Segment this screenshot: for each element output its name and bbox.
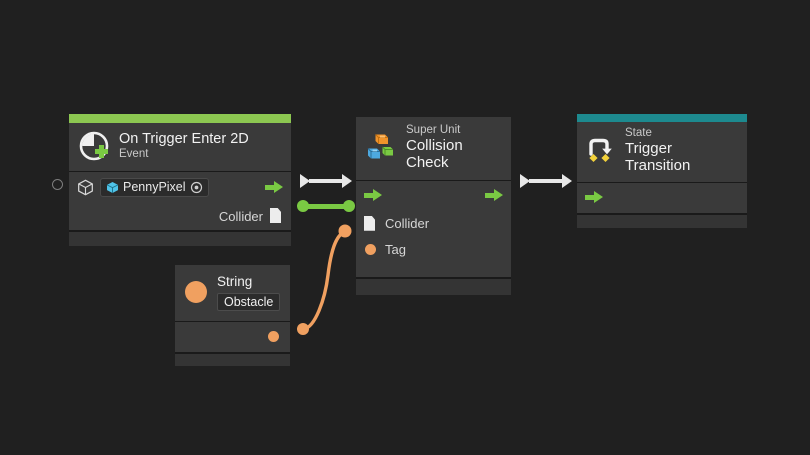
connection-flow-event-to-superunit[interactable] — [300, 174, 352, 188]
node-header[interactable]: State Trigger Transition — [577, 122, 747, 183]
node-body: Collider Tag — [356, 180, 511, 278]
connection-line — [529, 179, 563, 183]
state-transition-icon — [585, 135, 617, 167]
connection-arrow-head — [520, 174, 530, 188]
node-footer — [577, 213, 747, 228]
node-body — [577, 182, 747, 214]
orange-dot-port-icon[interactable] — [268, 331, 279, 343]
connection-arrow-head — [562, 174, 572, 188]
node-header[interactable]: Super Unit Collision Check — [356, 117, 511, 181]
connection-endpoint — [343, 200, 355, 212]
connection-arrow-head — [342, 174, 352, 188]
orange-dot-port-icon — [185, 281, 207, 304]
connection-flow-superunit-to-state[interactable] — [520, 174, 572, 188]
file-port-icon[interactable] — [364, 216, 377, 232]
flow-output-arrow-icon[interactable] — [485, 189, 503, 202]
node-accent-bar — [577, 114, 747, 122]
body-spacer — [356, 263, 511, 277]
node-title: Collision Check — [406, 137, 463, 172]
row-input-tag[interactable]: Tag — [356, 237, 511, 263]
target-object-field[interactable]: PennyPixel — [100, 177, 209, 197]
row-output-collider[interactable]: Collider — [69, 202, 291, 230]
connection-line — [309, 179, 343, 183]
node-body: PennyPixel Collider — [69, 172, 291, 231]
node-header[interactable]: On Trigger Enter 2D Event — [69, 123, 291, 172]
node-title: Trigger Transition — [625, 140, 691, 175]
target-object-value: PennyPixel — [123, 180, 186, 194]
node-trigger-transition[interactable]: State Trigger Transition — [577, 114, 747, 228]
node-body — [175, 321, 290, 353]
node-accent-bar — [69, 114, 291, 123]
orange-dot-port-icon[interactable] — [365, 244, 376, 256]
unity-cube-icon — [106, 181, 119, 194]
super-unit-blocks-icon — [364, 131, 398, 165]
node-kind: Super Unit — [406, 124, 461, 136]
node-footer — [69, 231, 291, 246]
node-title: On Trigger Enter 2D — [119, 131, 249, 148]
connection-arrow-head — [300, 174, 310, 188]
node-footer — [356, 277, 511, 295]
connection-value-collider[interactable] — [297, 200, 355, 212]
node-left-hollow-port[interactable] — [52, 179, 63, 190]
file-port-icon[interactable] — [270, 208, 283, 224]
node-title: String — [217, 274, 253, 289]
row-input-collider[interactable]: Collider — [356, 211, 511, 237]
target-select-icon[interactable] — [190, 181, 203, 194]
output-port-label: Collider — [218, 208, 263, 224]
cube-icon — [77, 179, 94, 196]
connection-endpoint — [338, 224, 352, 238]
row-target-object[interactable]: PennyPixel — [69, 172, 291, 202]
input-port-label: Collider — [385, 216, 430, 232]
flow-output-arrow-icon[interactable] — [265, 180, 283, 194]
string-value-field[interactable]: Obstacle — [217, 292, 281, 311]
input-port-label: Tag — [385, 242, 406, 258]
node-kind: State — [625, 127, 652, 139]
connection-endpoint — [297, 200, 309, 212]
connection-endpoint — [297, 323, 309, 335]
connection-line — [302, 203, 350, 209]
event-circle-plus-icon — [77, 129, 111, 163]
row-flow[interactable] — [356, 181, 511, 211]
node-kind: Event — [119, 147, 149, 160]
node-header[interactable]: String Obstacle — [175, 265, 290, 322]
flow-input-arrow-icon[interactable] — [364, 189, 382, 202]
flow-input-arrow-icon[interactable] — [585, 191, 603, 204]
row-flow-input[interactable] — [577, 183, 747, 213]
row-output-value[interactable] — [175, 322, 290, 352]
node-collision-check[interactable]: Super Unit Collision Check Collider Tag — [356, 117, 511, 295]
node-footer — [175, 352, 290, 366]
node-string-literal[interactable]: String Obstacle — [175, 265, 290, 366]
node-on-trigger-enter-2d[interactable]: On Trigger Enter 2D Event — [69, 114, 291, 246]
